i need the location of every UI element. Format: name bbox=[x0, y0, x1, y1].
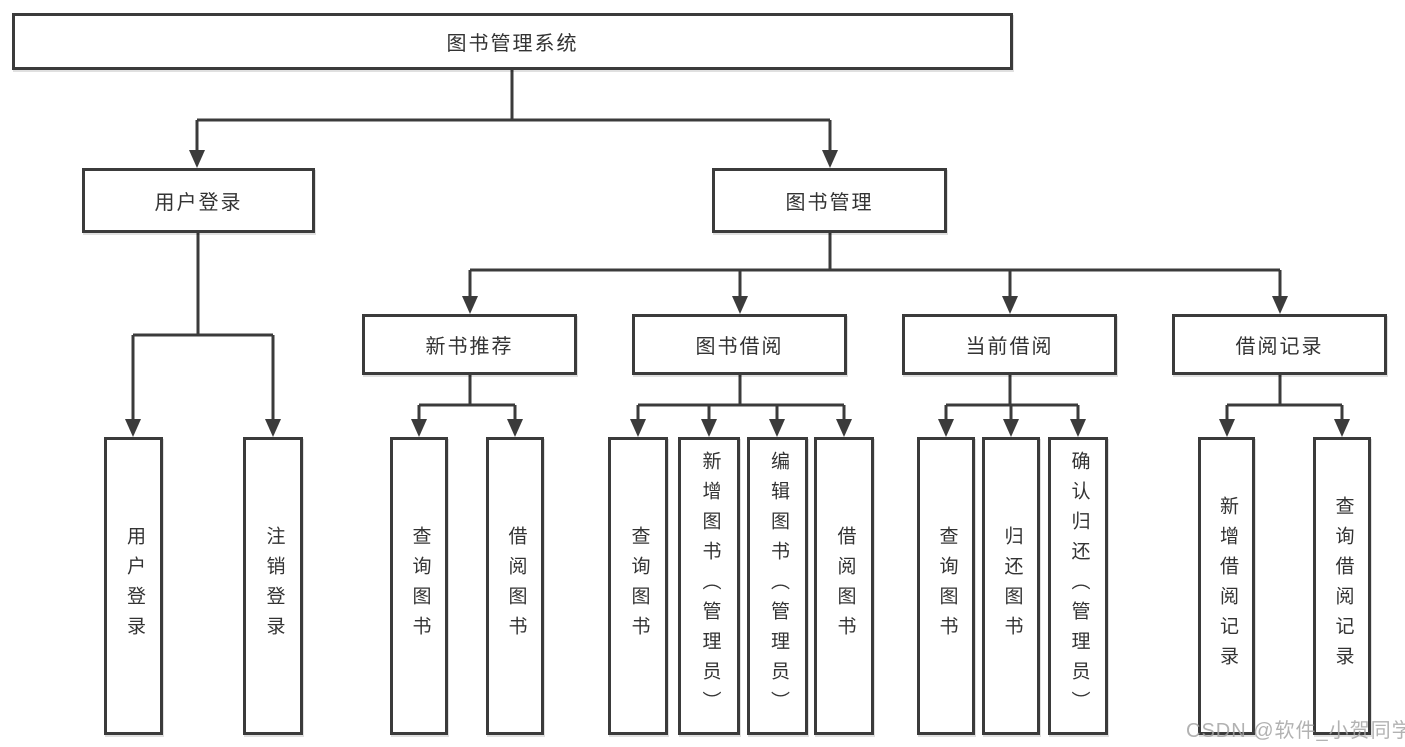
node-borrow-records: 借阅记录 bbox=[1172, 314, 1387, 375]
arrow-down-icon bbox=[462, 296, 478, 314]
node-book-management: 图书管理 bbox=[712, 168, 947, 233]
arrow-down-icon bbox=[189, 150, 205, 168]
leaf-query-books: 查询图书 bbox=[608, 437, 668, 735]
arrow-down-icon bbox=[1003, 419, 1019, 437]
arrow-down-icon bbox=[411, 419, 427, 437]
leaf-borrow-books: 借阅图书 bbox=[814, 437, 874, 735]
node-user-login: 用户登录 bbox=[82, 168, 315, 233]
arrow-down-icon bbox=[769, 419, 785, 437]
connector-current-to-leaves bbox=[944, 375, 1080, 427]
connector-records-to-leaves bbox=[1225, 375, 1344, 427]
connector-newbook-to-leaves bbox=[417, 375, 517, 427]
connector-userlogin-to-leaves bbox=[131, 233, 275, 427]
arrow-heads bbox=[125, 150, 1350, 437]
leaf-add-books-admin: 新增图书（管理员） bbox=[678, 437, 740, 735]
node-root-library-system: 图书管理系统 bbox=[12, 13, 1013, 70]
arrow-down-icon bbox=[1002, 296, 1018, 314]
arrow-down-icon bbox=[125, 419, 141, 437]
connector-borrow-to-leaves bbox=[636, 375, 846, 427]
arrow-down-icon bbox=[1272, 296, 1288, 314]
leaf-user-login: 用户登录 bbox=[104, 437, 163, 735]
arrow-down-icon bbox=[1070, 419, 1086, 437]
arrow-down-icon bbox=[732, 296, 748, 314]
leaf-confirm-return-admin: 确认归还（管理员） bbox=[1048, 437, 1108, 735]
leaf-query-books: 查询图书 bbox=[917, 437, 975, 735]
leaf-query-books: 查询图书 bbox=[390, 437, 448, 735]
arrow-down-icon bbox=[507, 419, 523, 437]
arrow-down-icon bbox=[630, 419, 646, 437]
watermark: CSDN @软件_小贺同学 bbox=[1186, 720, 1405, 742]
node-current-borrowing: 当前借阅 bbox=[902, 314, 1117, 375]
connector-bookmgmt-to-level3 bbox=[468, 233, 1282, 304]
leaf-borrow-books: 借阅图书 bbox=[486, 437, 544, 735]
arrow-down-icon bbox=[265, 419, 281, 437]
leaf-edit-books-admin: 编辑图书（管理员） bbox=[747, 437, 808, 735]
leaf-add-borrow-record: 新增借阅记录 bbox=[1198, 437, 1255, 735]
arrow-down-icon bbox=[836, 419, 852, 437]
node-book-borrowing: 图书借阅 bbox=[632, 314, 847, 375]
arrow-down-icon bbox=[822, 150, 838, 168]
arrow-down-icon bbox=[701, 419, 717, 437]
connector-root-to-level2 bbox=[195, 70, 832, 156]
arrow-down-icon bbox=[938, 419, 954, 437]
leaf-logout: 注销登录 bbox=[243, 437, 303, 735]
arrow-down-icon bbox=[1219, 419, 1235, 437]
arrow-down-icon bbox=[1334, 419, 1350, 437]
leaf-query-borrow-record: 查询借阅记录 bbox=[1313, 437, 1371, 735]
leaf-return-books: 归还图书 bbox=[982, 437, 1040, 735]
node-new-book-recommend: 新书推荐 bbox=[362, 314, 577, 375]
